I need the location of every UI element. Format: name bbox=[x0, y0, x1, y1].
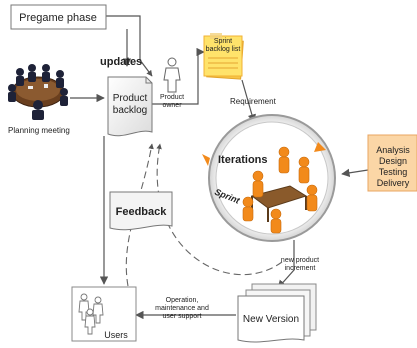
iteration-cycle: Iterations Sprint bbox=[202, 114, 336, 242]
planning-meeting-label: Planning meeting bbox=[8, 126, 70, 135]
planning-meeting-illustration bbox=[8, 64, 68, 120]
activity-design: Design bbox=[379, 156, 407, 166]
iterations-label: Iterations bbox=[218, 154, 268, 166]
users-label: Users bbox=[104, 330, 128, 340]
product-backlog-document: Product backlog bbox=[107, 76, 153, 137]
activity-delivery: Delivery bbox=[377, 178, 410, 188]
feedback-label: Feedback bbox=[116, 206, 168, 218]
pregame-phase-label: Pregame phase bbox=[19, 12, 97, 24]
feedback-document: Feedback bbox=[109, 191, 173, 231]
updates-label: updates bbox=[100, 56, 142, 68]
operation-label-line3: user support bbox=[163, 313, 202, 320]
arrow-requirement bbox=[241, 79, 256, 123]
activities-box: Analysis Design Testing Delivery bbox=[367, 134, 417, 192]
arrow-iteration-to-new-version bbox=[277, 240, 295, 289]
activity-analysis: Analysis bbox=[376, 145, 410, 155]
team-figures bbox=[242, 146, 318, 234]
arrow-backlog-to-sprint-backlog bbox=[152, 47, 205, 105]
new-version-label: New Version bbox=[243, 314, 299, 325]
users-box: Users bbox=[71, 286, 137, 342]
users-icon bbox=[78, 293, 104, 335]
sprint-backlog-label-line1: Sprint bbox=[214, 38, 232, 45]
product-owner-label-line2: owner bbox=[162, 102, 182, 109]
sprint-backlog-label-line2: backlog list bbox=[206, 46, 241, 53]
connectors bbox=[70, 15, 369, 320]
activity-testing: Testing bbox=[379, 167, 408, 177]
operation-label-line2: maintenance and bbox=[155, 305, 209, 312]
arrow-activities-to-iteration bbox=[341, 168, 369, 178]
product-backlog-label-line1: Product bbox=[113, 93, 148, 104]
arrow-updates bbox=[106, 15, 153, 77]
new-version-documents: New Version bbox=[237, 283, 317, 343]
new-product-increment-line2: increment bbox=[285, 265, 316, 272]
product-backlog-label-line2: backlog bbox=[113, 105, 147, 116]
sprint-backlog-note: Sprint backlog list bbox=[203, 33, 244, 80]
product-owner-label-line1: Product bbox=[160, 94, 184, 101]
pregame-phase-box: Pregame phase bbox=[10, 4, 107, 30]
operation-label-line1: Operation, bbox=[166, 297, 199, 304]
product-owner-figure bbox=[163, 57, 181, 93]
requirement-label: Requirement bbox=[230, 97, 277, 106]
new-product-increment-line1: new product bbox=[281, 257, 319, 264]
dashed-return-loop bbox=[156, 143, 283, 276]
